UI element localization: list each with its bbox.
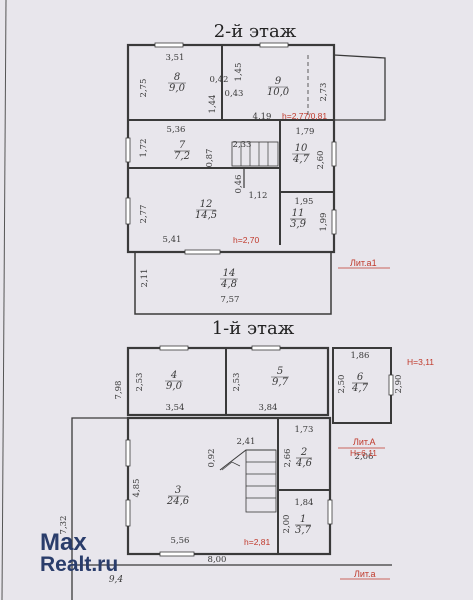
- ceiling-height-label: h=2,70: [233, 235, 260, 245]
- room-area: 14,5: [195, 210, 217, 221]
- dimension-label: 7,57: [221, 295, 240, 305]
- dimension-label: 8,00: [208, 555, 227, 565]
- lit-label: Лит.а1: [350, 258, 377, 268]
- dimension-label: 1,12: [249, 191, 268, 201]
- room-number: 1: [300, 514, 306, 525]
- watermark-realt: Realt.ru: [40, 553, 118, 576]
- dimension-label: 0,42: [210, 75, 229, 85]
- floor2-windows: [125, 42, 337, 255]
- dimension-label: 2,66: [283, 449, 293, 468]
- room-area: 9,7: [272, 377, 289, 388]
- dimension-label: 2,06: [355, 452, 374, 462]
- dimension-label: 4,85: [132, 479, 142, 498]
- dimension-label: 5,41: [163, 235, 182, 245]
- floor1-heights: H=3,11 H=6,11 h=2,81 Лит.А Лит.а: [244, 357, 434, 580]
- room-number: 12: [200, 199, 213, 210]
- dimension-label: 0,92: [207, 449, 217, 468]
- room-area: 3,9: [290, 219, 307, 230]
- room-area: 9,0: [166, 381, 183, 392]
- dimension-label: 2,53: [232, 373, 242, 392]
- dimension-label: 3,54: [166, 403, 185, 413]
- room-area: 4,8: [220, 279, 237, 290]
- dimension-label: 1,72: [139, 139, 149, 158]
- ceiling-height-label: h=2,77/0,81: [282, 111, 327, 121]
- dimension-label: 2,60: [316, 151, 326, 170]
- dimension-label: 7,32: [59, 516, 69, 535]
- dimension-label: 0,46: [234, 175, 244, 194]
- watermark-max: Max: [40, 529, 87, 556]
- dimension-label: 0,87: [205, 149, 215, 168]
- room-number: 14: [223, 268, 236, 279]
- floor2-heights: h=2,77/0,81 h=2,70 Лит.а1: [233, 111, 390, 269]
- page-margin-line: [1, 0, 7, 600]
- floor1-title: 1-й этаж: [212, 318, 295, 339]
- dimension-label: 5,36: [167, 125, 186, 135]
- room-number: 11: [292, 208, 305, 219]
- room-number: 10: [295, 143, 308, 154]
- building-height-label: H=3,11: [407, 357, 434, 367]
- dimension-label: 2,73: [319, 83, 329, 102]
- dimension-label: 2,00: [282, 515, 292, 534]
- room-number: 5: [277, 366, 283, 377]
- dimension-label: 2,33: [233, 140, 252, 150]
- dimension-label: 1,95: [295, 197, 314, 207]
- room-number: 7: [179, 140, 186, 151]
- dimension-label: 1,45: [234, 63, 244, 82]
- dimension-label: 1,84: [295, 498, 314, 508]
- dimension-label: 1,99: [319, 213, 329, 232]
- lit-label: Лит.а: [354, 569, 376, 579]
- dimension-label: 1,79: [296, 127, 315, 137]
- dimension-label: 2,90: [394, 375, 404, 394]
- floor2-dimensions: 3,51 2,75 0,42 1,45 0,43 1,44 2,73 4,19 …: [139, 53, 329, 305]
- room-number: 8: [174, 72, 180, 83]
- room-number: 6: [357, 372, 364, 383]
- dimension-label: 5,56: [171, 536, 190, 546]
- dimension-label: 3,84: [259, 403, 278, 413]
- room-area: 4,7: [351, 383, 369, 394]
- room-area: 4,7: [292, 154, 310, 165]
- room-area: 10,0: [267, 87, 290, 98]
- dimension-label: 1,44: [208, 95, 218, 114]
- floor1-dimensions: 7,98 2,53 2,53 1,86 2,50 2,90 3,54 3,84 …: [59, 351, 404, 585]
- dimension-label: 2,53: [135, 373, 145, 392]
- room-area: 4,6: [295, 458, 313, 469]
- dimension-label: 1,86: [351, 351, 370, 361]
- dimension-label: 4,19: [253, 112, 272, 122]
- dimension-label: 2,41: [237, 437, 256, 447]
- room-area: 7,2: [174, 151, 190, 162]
- dimension-label: 0,43: [225, 89, 244, 99]
- room-number: 2: [300, 447, 307, 458]
- room-number: 3: [175, 485, 181, 496]
- room-area: 9,0: [169, 83, 186, 94]
- dimension-label: 7,98: [114, 381, 124, 400]
- ceiling-height-label: h=2,81: [244, 537, 271, 547]
- floor1-windows: [125, 345, 394, 557]
- room-area: 3,7: [295, 525, 312, 536]
- watermark-logo: Max Realt.ru: [40, 529, 118, 576]
- room-number: 9: [275, 76, 282, 87]
- floor2-room-labels: 8 9,0 9 10,0 7 7,2 10 4,7 12 14,5 11 3,9…: [168, 72, 310, 290]
- building-height-label: H=6,11: [350, 448, 377, 458]
- outside-area-label: 9,4: [109, 575, 124, 585]
- dimension-label: 2,75: [139, 79, 149, 98]
- dimension-label: 1,73: [295, 425, 314, 435]
- dimension-label: 2,11: [140, 269, 150, 288]
- floor1-room-labels: 4 9,0 5 9,7 6 4,7 3 24,6 2 4,6 1 3,7: [165, 366, 369, 536]
- floor2-title: 2-й этаж: [214, 21, 297, 42]
- room-number: 4: [170, 370, 177, 381]
- dimension-label: 3,51: [166, 53, 185, 63]
- dimension-label: 2,50: [337, 375, 347, 394]
- floor1-walls: [71, 346, 392, 600]
- room-area: 24,6: [166, 496, 190, 507]
- lit-label: Лит.А: [353, 437, 376, 447]
- dimension-label: 2,77: [139, 205, 149, 224]
